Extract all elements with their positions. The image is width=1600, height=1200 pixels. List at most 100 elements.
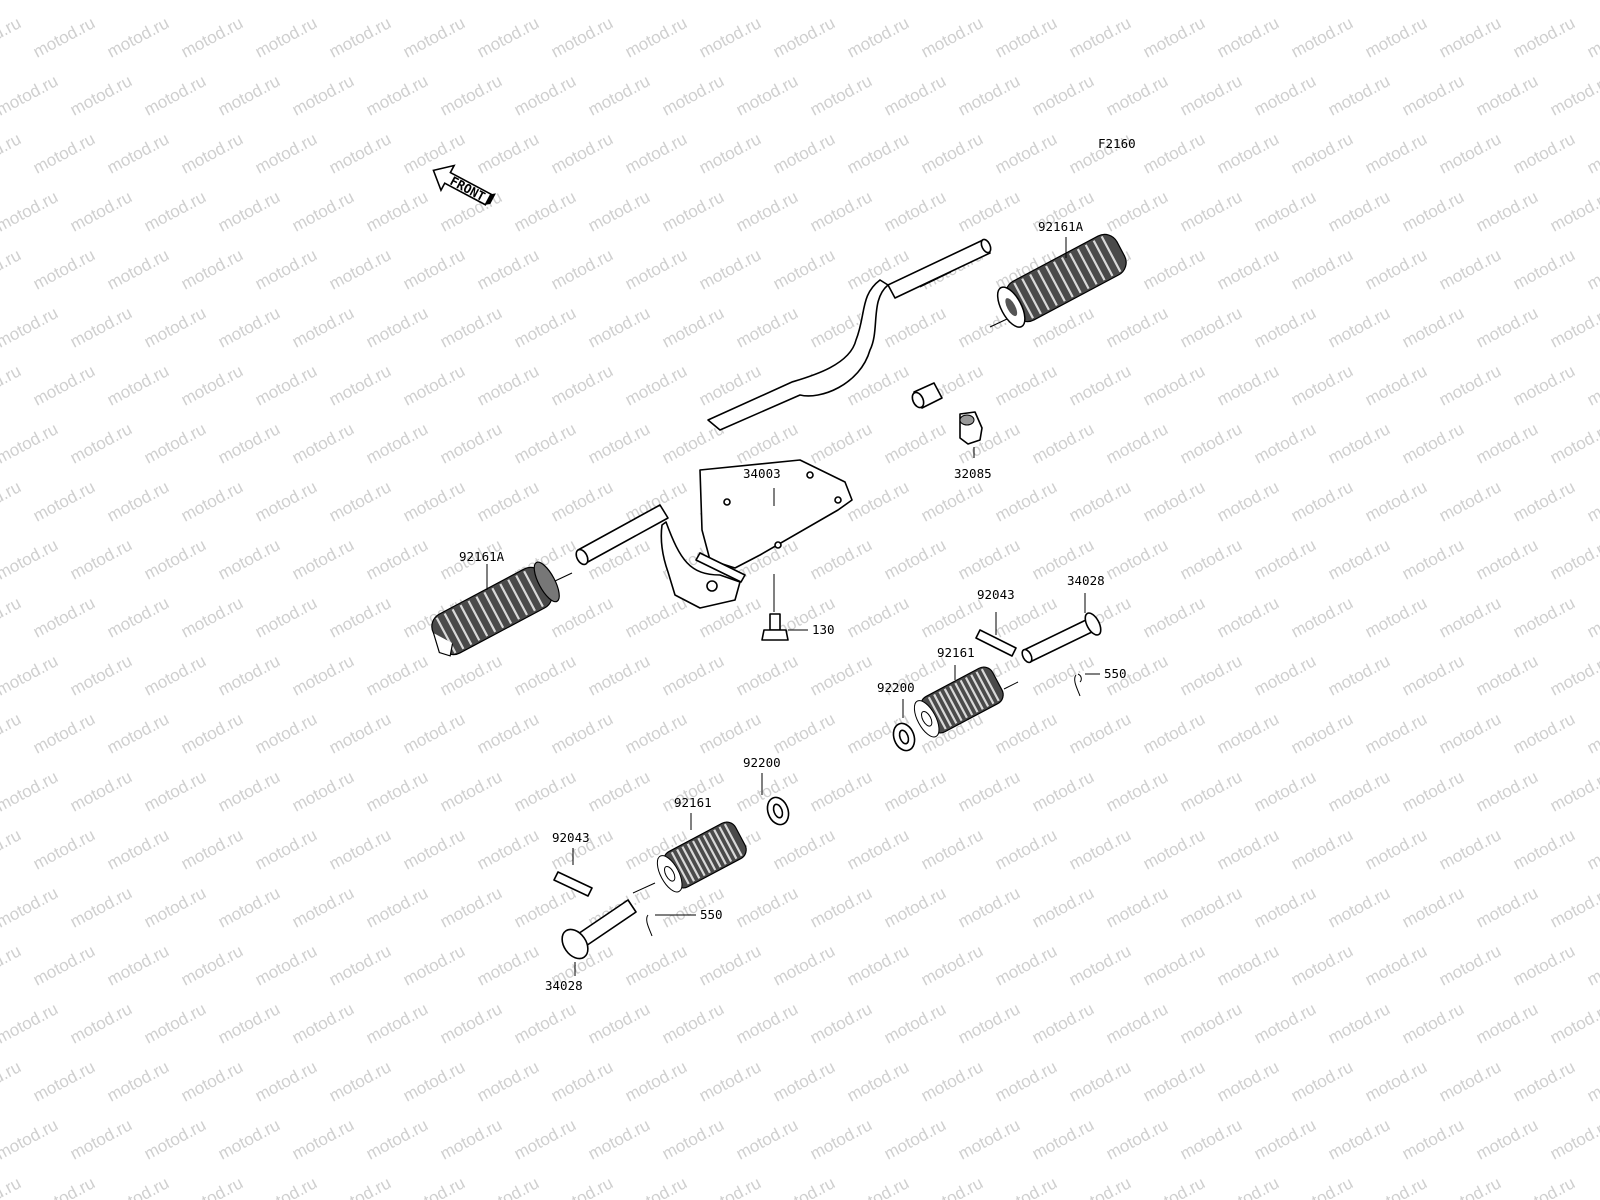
- watermark-text: motod.ru: [400, 245, 468, 293]
- watermark-text: motod.ru: [1436, 129, 1504, 177]
- watermark-text: motod.ru: [252, 477, 320, 525]
- watermark-text: motod.ru: [437, 419, 505, 467]
- watermark-text: motod.ru: [400, 1173, 468, 1200]
- watermark-text: motod.ru: [474, 1173, 542, 1200]
- rear-grip-right-drawing: [913, 666, 1004, 738]
- watermark-text: motod.ru: [807, 883, 875, 931]
- watermark-text: motod.ru: [437, 71, 505, 119]
- watermark-text: motod.ru: [326, 1057, 394, 1105]
- watermark-text: motod.ru: [1066, 825, 1134, 873]
- watermark-text: motod.ru: [511, 303, 579, 351]
- watermark-text: motod.ru: [1584, 129, 1600, 177]
- watermark-text: motod.ru: [67, 0, 135, 4]
- watermark-text: motod.ru: [437, 0, 505, 4]
- watermark-text: motod.ru: [178, 1173, 246, 1200]
- watermark-text: motod.ru: [511, 1115, 579, 1163]
- watermark-text: motod.ru: [1066, 13, 1134, 61]
- watermark-text: motod.ru: [1436, 477, 1504, 525]
- watermark-text: motod.ru: [696, 709, 764, 757]
- watermark-text: motod.ru: [992, 709, 1060, 757]
- watermark-text: motod.ru: [326, 477, 394, 525]
- watermark-text: motod.ru: [363, 651, 431, 699]
- watermark-text: motod.ru: [474, 941, 542, 989]
- watermark-text: motod.ru: [770, 941, 838, 989]
- watermark-text: motod.ru: [289, 883, 357, 931]
- watermark-text: motod.ru: [659, 651, 727, 699]
- watermark-text: motod.ru: [0, 361, 24, 409]
- watermark-text: motod.ru: [918, 941, 986, 989]
- watermark-text: motod.ru: [807, 187, 875, 235]
- watermark-text: motod.ru: [548, 709, 616, 757]
- watermark-text: motod.ru: [30, 825, 98, 873]
- watermark-text: motod.ru: [881, 0, 949, 4]
- watermark-text: motod.ru: [1547, 767, 1600, 815]
- watermark-text: motod.ru: [141, 999, 209, 1047]
- watermark-text: motod.ru: [1362, 941, 1430, 989]
- watermark-text: motod.ru: [400, 1057, 468, 1105]
- watermark-text: motod.ru: [289, 651, 357, 699]
- watermark-text: motod.ru: [1214, 477, 1282, 525]
- watermark-text: motod.ru: [992, 477, 1060, 525]
- watermark-text: motod.ru: [1066, 477, 1134, 525]
- watermark-text: motod.ru: [1029, 1115, 1097, 1163]
- watermark-text: motod.ru: [1066, 1057, 1134, 1105]
- watermark-text: motod.ru: [1103, 883, 1171, 931]
- watermark-text: motod.ru: [1177, 999, 1245, 1047]
- watermark-text: motod.ru: [141, 0, 209, 4]
- watermark-text: motod.ru: [992, 941, 1060, 989]
- watermark-text: motod.ru: [1436, 13, 1504, 61]
- watermark-text: motod.ru: [770, 13, 838, 61]
- watermark-text: motod.ru: [1473, 71, 1541, 119]
- watermark-text: motod.ru: [1214, 245, 1282, 293]
- watermark-text: motod.ru: [1288, 1057, 1356, 1105]
- watermark-text: motod.ru: [807, 71, 875, 119]
- watermark-text: motod.ru: [1140, 477, 1208, 525]
- watermark-text: motod.ru: [1140, 1057, 1208, 1105]
- watermark-text: motod.ru: [844, 129, 912, 177]
- watermark-text: motod.ru: [141, 883, 209, 931]
- watermark-text: motod.ru: [1510, 593, 1578, 641]
- watermark-text: motod.ru: [955, 767, 1023, 815]
- watermark-text: motod.ru: [400, 13, 468, 61]
- watermark-text: motod.ru: [1399, 651, 1467, 699]
- watermark-text: motod.ru: [733, 303, 801, 351]
- watermark-text: motod.ru: [1029, 999, 1097, 1047]
- part-label-cotter-pin-left: 550: [700, 907, 723, 922]
- watermark-text: motod.ru: [1177, 883, 1245, 931]
- watermark-text: motod.ru: [1103, 71, 1171, 119]
- watermark-text: motod.ru: [844, 1057, 912, 1105]
- watermark-text: motod.ru: [807, 651, 875, 699]
- watermark-text: motod.ru: [252, 1057, 320, 1105]
- watermark-text: motod.ru: [141, 767, 209, 815]
- watermark-text: motod.ru: [659, 303, 727, 351]
- watermark-text: motod.ru: [1547, 419, 1600, 467]
- watermark-text: motod.ru: [0, 535, 61, 583]
- watermark-text: motod.ru: [104, 477, 172, 525]
- watermark-text: motod.ru: [1029, 419, 1097, 467]
- watermark-text: motod.ru: [178, 941, 246, 989]
- watermark-text: motod.ru: [585, 303, 653, 351]
- watermark-text: motod.ru: [30, 1173, 98, 1200]
- watermark-text: motod.ru: [1140, 825, 1208, 873]
- leader-lines: [486, 237, 1100, 976]
- watermark-text: motod.ru: [1288, 477, 1356, 525]
- watermark-text: motod.ru: [1251, 767, 1319, 815]
- watermark-text: motod.ru: [400, 709, 468, 757]
- watermark-text: motod.ru: [67, 187, 135, 235]
- watermark-text: motod.ru: [1547, 187, 1600, 235]
- watermark-text: motod.ru: [1251, 419, 1319, 467]
- part-label-cotter-pin-right: 550: [1104, 666, 1127, 681]
- watermark-text: motod.ru: [1214, 129, 1282, 177]
- watermark-text: motod.ru: [1547, 0, 1600, 4]
- watermark-text: motod.ru: [1140, 709, 1208, 757]
- watermark-text: motod.ru: [770, 129, 838, 177]
- watermark-text: motod.ru: [881, 71, 949, 119]
- watermark-text: motod.ru: [178, 13, 246, 61]
- watermark-text: motod.ru: [0, 477, 24, 525]
- watermark-text: motod.ru: [1288, 825, 1356, 873]
- watermark-text: motod.ru: [1251, 0, 1319, 4]
- part-label-pin-right: 92043: [977, 587, 1015, 602]
- watermark-text: motod.ru: [363, 187, 431, 235]
- watermark-text: motod.ru: [1399, 883, 1467, 931]
